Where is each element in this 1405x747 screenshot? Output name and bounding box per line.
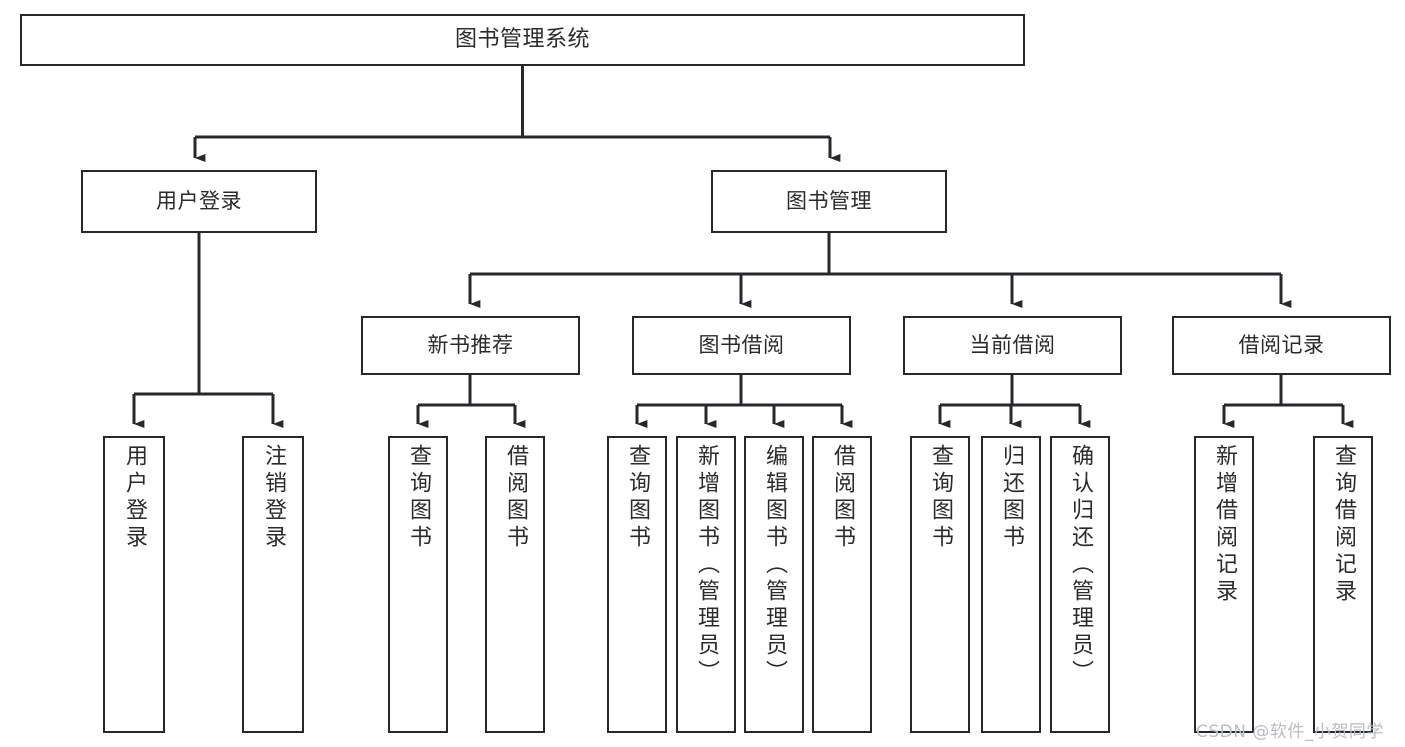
node-label: 注销登录 <box>261 444 286 552</box>
node-book-management[interactable]: 图书管理 <box>711 170 947 233</box>
node-label: 查询图书 <box>625 444 650 552</box>
node-label: 编辑图书（管理员） <box>762 444 787 687</box>
node-label: 新增图书（管理员） <box>694 444 719 687</box>
node-label: 用户登录 <box>122 444 147 552</box>
node-label: 借阅图书 <box>503 444 528 552</box>
node-leaf-confirm-return-admin[interactable]: 确认归还（管理员） <box>1050 436 1110 733</box>
node-leaf-borrow-book-recommend[interactable]: 借阅图书 <box>485 436 545 733</box>
node-leaf-logout-login[interactable]: 注销登录 <box>242 436 304 733</box>
node-current-borrow[interactable]: 当前借阅 <box>903 316 1122 375</box>
node-new-book-recommend[interactable]: 新书推荐 <box>361 316 580 375</box>
node-leaf-query-book-borrow[interactable]: 查询图书 <box>607 436 667 733</box>
node-label: 新增借阅记录 <box>1212 444 1237 606</box>
node-leaf-add-borrow-record[interactable]: 新增借阅记录 <box>1194 436 1254 733</box>
node-label: 归还图书 <box>999 444 1024 552</box>
node-label: 图书管理 <box>786 189 872 214</box>
node-root-system[interactable]: 图书管理系统 <box>20 14 1025 66</box>
node-leaf-query-book-current[interactable]: 查询图书 <box>910 436 970 733</box>
node-borrow-record[interactable]: 借阅记录 <box>1172 316 1391 375</box>
node-label: 确认归还（管理员） <box>1068 444 1093 687</box>
node-label: 当前借阅 <box>969 333 1056 358</box>
node-user-login[interactable]: 用户登录 <box>81 170 317 233</box>
node-label: 查询借阅记录 <box>1331 444 1356 606</box>
node-label: 查询图书 <box>406 444 431 552</box>
node-leaf-query-book-recommend[interactable]: 查询图书 <box>388 436 448 733</box>
node-leaf-query-borrow-record[interactable]: 查询借阅记录 <box>1313 436 1373 733</box>
node-leaf-add-book-admin[interactable]: 新增图书（管理员） <box>676 436 736 733</box>
node-leaf-edit-book-admin[interactable]: 编辑图书（管理员） <box>744 436 804 733</box>
csdn-watermark: CSDN @软件_小贺同学 <box>1196 722 1384 742</box>
node-label: 图书借阅 <box>698 333 785 358</box>
node-leaf-return-book[interactable]: 归还图书 <box>981 436 1041 733</box>
node-leaf-user-login[interactable]: 用户登录 <box>103 436 165 733</box>
node-label: 查询图书 <box>928 444 953 552</box>
node-label: 借阅图书 <box>830 444 855 552</box>
node-label: 新书推荐 <box>427 333 514 358</box>
node-label: 借阅记录 <box>1238 333 1325 358</box>
node-label: 用户登录 <box>156 189 242 214</box>
node-leaf-borrow-book[interactable]: 借阅图书 <box>812 436 872 733</box>
node-book-borrow[interactable]: 图书借阅 <box>632 316 851 375</box>
node-label: 图书管理系统 <box>454 27 590 53</box>
